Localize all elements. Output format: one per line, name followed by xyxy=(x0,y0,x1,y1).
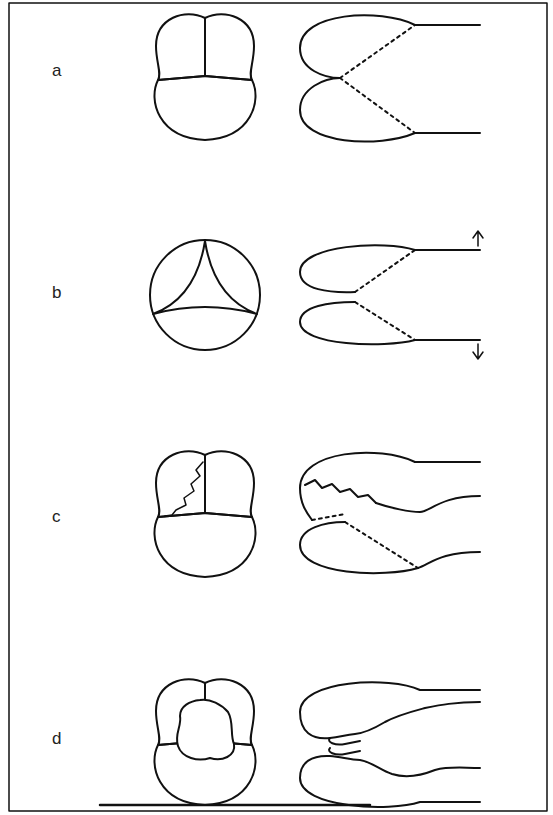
valve-top-view xyxy=(154,14,255,140)
panel-letter: d xyxy=(52,730,61,747)
panel-letter: b xyxy=(52,284,61,301)
valve-top-view xyxy=(150,240,260,350)
panel-letter: c xyxy=(52,508,61,525)
valve-top-view xyxy=(154,679,255,805)
valve-side-view xyxy=(300,231,483,359)
panel-letter: a xyxy=(52,62,61,79)
valve-side-view xyxy=(300,453,480,573)
frame-rule xyxy=(100,804,370,807)
valve-side-view xyxy=(300,682,480,807)
frame xyxy=(9,3,547,811)
valve-side-view xyxy=(300,15,480,141)
valve-top-view xyxy=(154,451,255,577)
